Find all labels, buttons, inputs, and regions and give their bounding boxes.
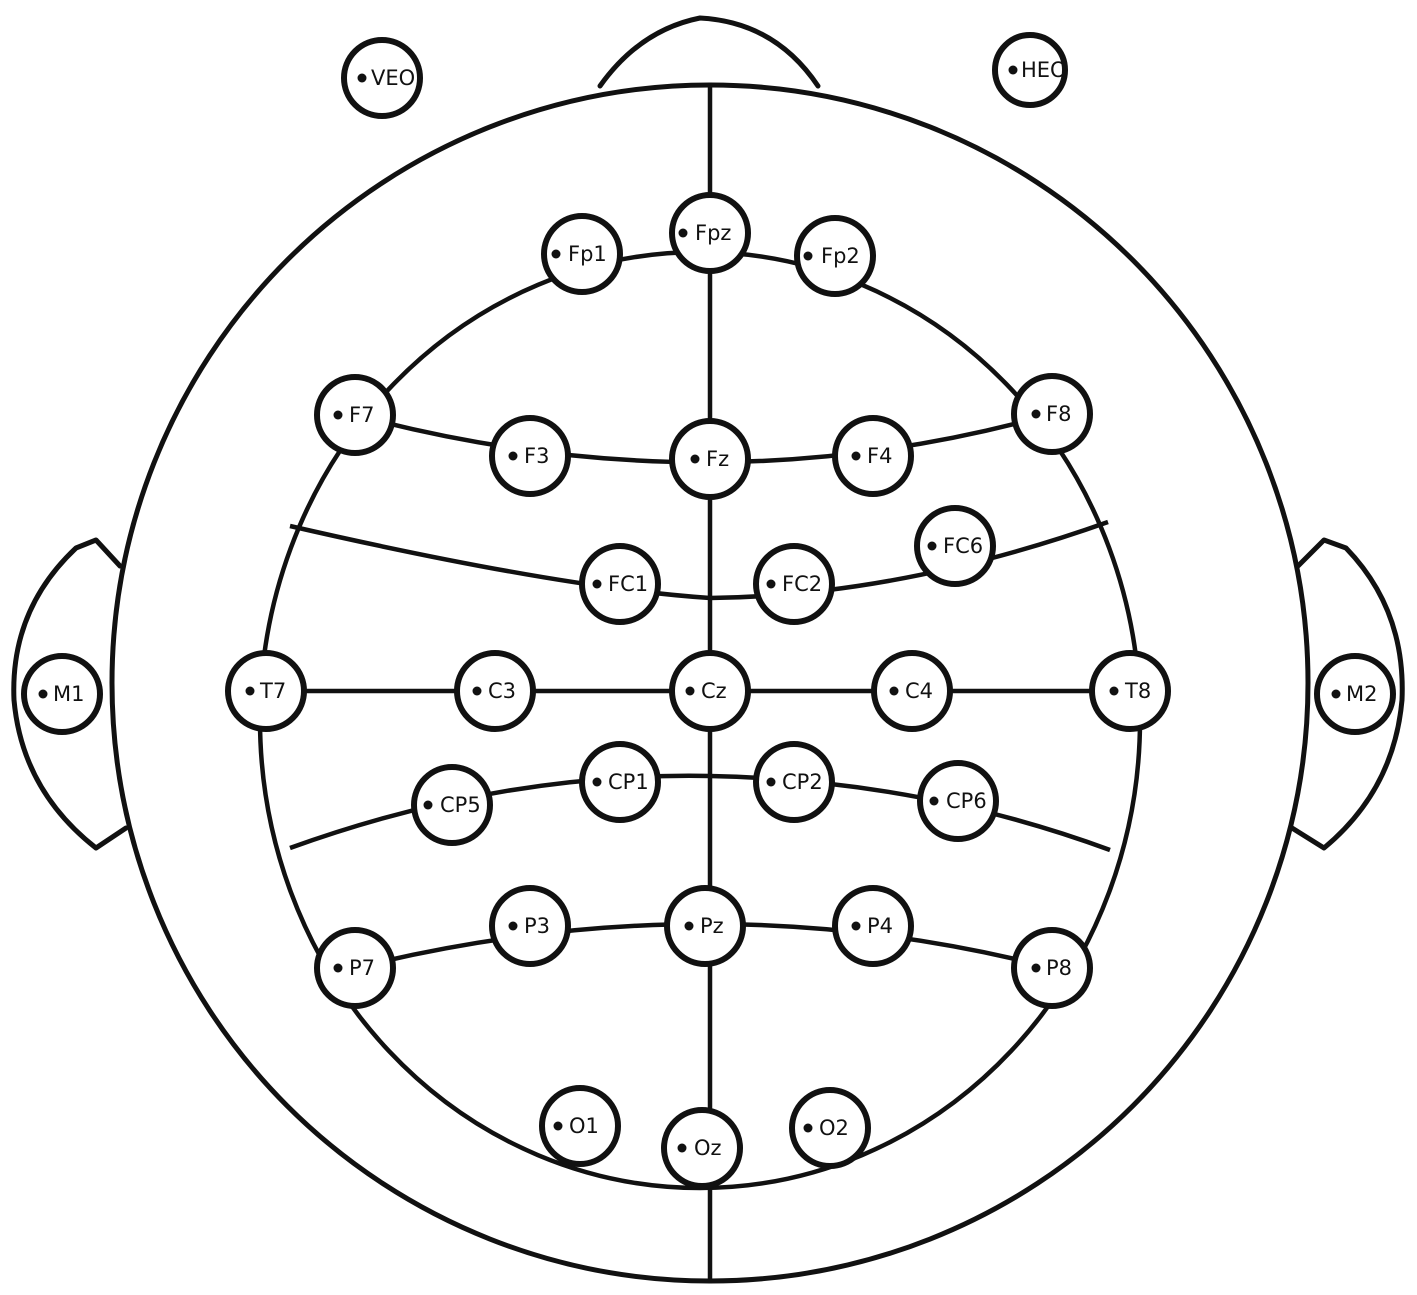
electrode-label: M1: [53, 682, 84, 706]
electrode-label: CP6: [946, 789, 987, 813]
electrode-label: F4: [867, 444, 892, 468]
electrode-label: P3: [524, 914, 550, 938]
electrode-o2: O2: [789, 1087, 871, 1169]
electrode-m1: M1: [21, 653, 103, 735]
electrode-fz: Fz: [669, 418, 751, 500]
electrode-label: FC1: [608, 572, 648, 596]
electrode-fc6: FC6: [914, 505, 996, 587]
electrode-label: O1: [569, 1114, 599, 1138]
electrode-oz: Oz: [661, 1107, 743, 1189]
left-ear-outline: [11, 537, 129, 851]
electrode-label: Fp1: [568, 242, 607, 266]
electrode-p4: P4: [832, 885, 914, 967]
electrode-label: C4: [905, 679, 933, 703]
electrode-cp6: CP6: [917, 760, 999, 842]
electrode-label: T8: [1124, 679, 1151, 703]
electrode-label: Fp2: [821, 244, 860, 268]
nose-outline: [597, 15, 821, 89]
electrode-f4: F4: [832, 415, 914, 497]
electrode-fpz: Fpz: [669, 192, 751, 274]
electrode-f7: F7: [314, 374, 396, 456]
electrode-o1: O1: [539, 1085, 621, 1167]
electrode-f8: F8: [1011, 373, 1093, 455]
electrode-label: O2: [819, 1116, 849, 1140]
electrode-pz: Pz: [664, 885, 746, 967]
electrode-label: VEO: [371, 66, 415, 90]
electrode-label: FC2: [782, 572, 822, 596]
electrode-fc1: FC1: [579, 543, 661, 625]
electrode-label: Cz: [701, 679, 727, 703]
electrode-c4: C4: [871, 650, 953, 732]
electrode-label: F8: [1046, 402, 1071, 426]
electrode-p7: P7: [314, 927, 396, 1009]
electrode-label: CP2: [782, 770, 823, 794]
electrode-label: F3: [524, 444, 549, 468]
electrode-fp2: Fp2: [794, 215, 876, 297]
electrode-label: FC6: [943, 534, 983, 558]
electrode-label: M2: [1346, 682, 1377, 706]
electrode-p3: P3: [489, 885, 571, 967]
electrode-cp2: CP2: [753, 741, 835, 823]
electrode-t7: T7: [225, 650, 307, 732]
electrode-cz: Cz: [669, 650, 751, 732]
electrode-label: P7: [349, 956, 375, 980]
electrode-label: CP1: [608, 770, 649, 794]
electrode-label: Pz: [700, 914, 724, 938]
electrode-label: Fz: [706, 447, 729, 471]
electrode-label: Fpz: [695, 221, 731, 245]
electrode-label: HEO: [1021, 58, 1067, 82]
electrode-fc2: FC2: [753, 543, 835, 625]
electrode-p8: P8: [1011, 927, 1093, 1009]
right-ear-outline: [1289, 537, 1405, 851]
electrode-label: T7: [259, 679, 286, 703]
electrode-m2: M2: [1314, 653, 1396, 735]
electrode-cp1: CP1: [579, 741, 661, 823]
electrode-cp5: CP5: [411, 764, 493, 846]
electrode-heo: HEO: [992, 32, 1068, 108]
electrode-veo: VEO: [341, 37, 423, 119]
electrode-label: P4: [867, 914, 893, 938]
electrode-f3: F3: [489, 415, 571, 497]
electrode-c3: C3: [454, 650, 536, 732]
electrode-label: F7: [349, 403, 374, 427]
electrode-fp1: Fp1: [541, 213, 623, 295]
electrode-t8: T8: [1089, 650, 1171, 732]
electrode-label: CP5: [440, 793, 481, 817]
electrode-label: P8: [1046, 956, 1072, 980]
electrode-label: Oz: [694, 1136, 722, 1160]
head-outline: [109, 82, 1311, 1284]
electrode-label: C3: [488, 679, 516, 703]
